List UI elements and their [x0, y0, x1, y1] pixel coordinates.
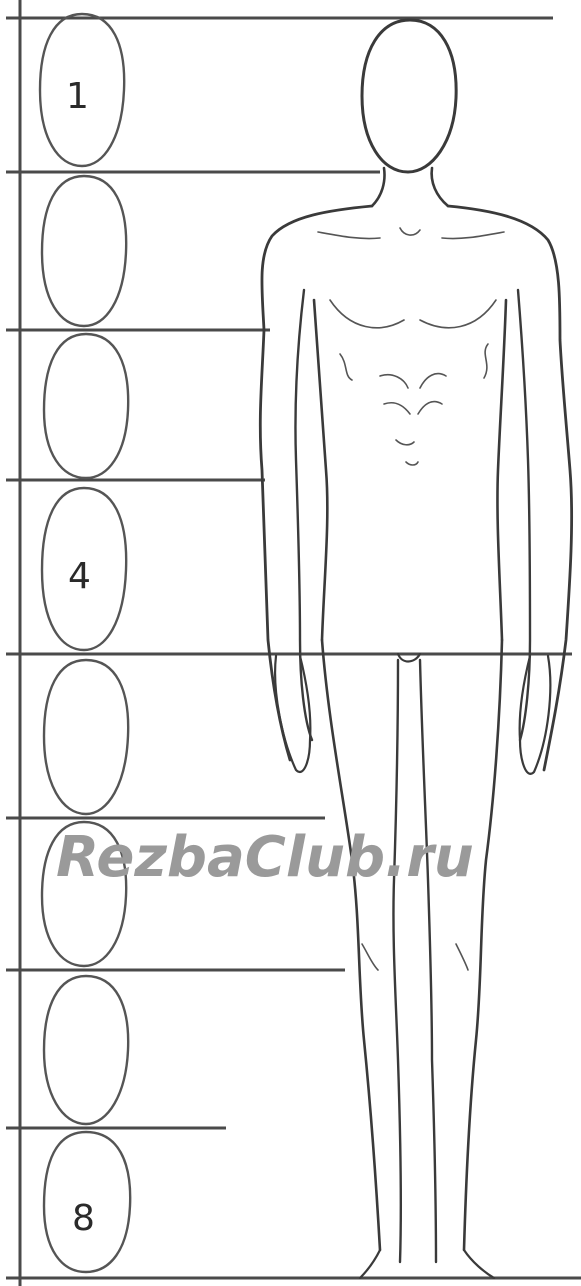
- figure-left-foot: [360, 1250, 380, 1278]
- figure-abs-upper-left: [380, 375, 408, 388]
- head-unit-label-8: 8: [72, 1198, 95, 1239]
- figure-neck-left: [372, 168, 385, 206]
- figure-ribs-right: [484, 344, 488, 378]
- figure-sternum-notch: [400, 228, 420, 235]
- figure-right-leg-outer: [464, 640, 502, 1250]
- figure-right-leg-inner: [420, 660, 436, 1262]
- figure-abs-middle-left: [384, 403, 410, 414]
- figure-collarbone-left: [318, 232, 380, 239]
- figure-knee-right: [456, 944, 468, 970]
- figure-abs-lower: [396, 440, 414, 445]
- figure-navel: [406, 462, 418, 465]
- figure-right-foot: [464, 1250, 494, 1278]
- human-figure: [260, 20, 571, 1278]
- figure-right-arm-inner: [518, 290, 530, 740]
- figure-knee-left: [362, 944, 378, 970]
- figure-abs-middle-right: [418, 402, 442, 414]
- figure-torso-right: [497, 300, 506, 640]
- figure-pectoral-right: [420, 300, 496, 328]
- head-unit-oval-2: [42, 176, 126, 326]
- head-unit-oval-5: [44, 660, 128, 814]
- head-unit-oval-3: [44, 334, 128, 478]
- figure-right-arm-outer: [448, 206, 572, 770]
- head-unit-oval-7: [44, 976, 128, 1124]
- figure-collarbone-right: [442, 232, 504, 239]
- head-unit-label-4: 4: [68, 556, 91, 597]
- figure-head: [362, 20, 456, 172]
- figure-left-arm-outer: [260, 206, 372, 760]
- figure-abs-upper-right: [420, 374, 446, 388]
- figure-left-leg-inner: [393, 660, 400, 1262]
- head-units: [40, 14, 130, 1272]
- figure-torso-left: [314, 300, 327, 640]
- figure-ribs-left: [340, 354, 352, 380]
- figure-left-leg-outer: [322, 640, 380, 1250]
- head-unit-label-1: 1: [66, 76, 89, 117]
- figure-neck-right: [432, 168, 448, 206]
- watermark-text: RezbaClub.ru: [56, 825, 474, 890]
- figure-pectoral-left: [330, 300, 404, 328]
